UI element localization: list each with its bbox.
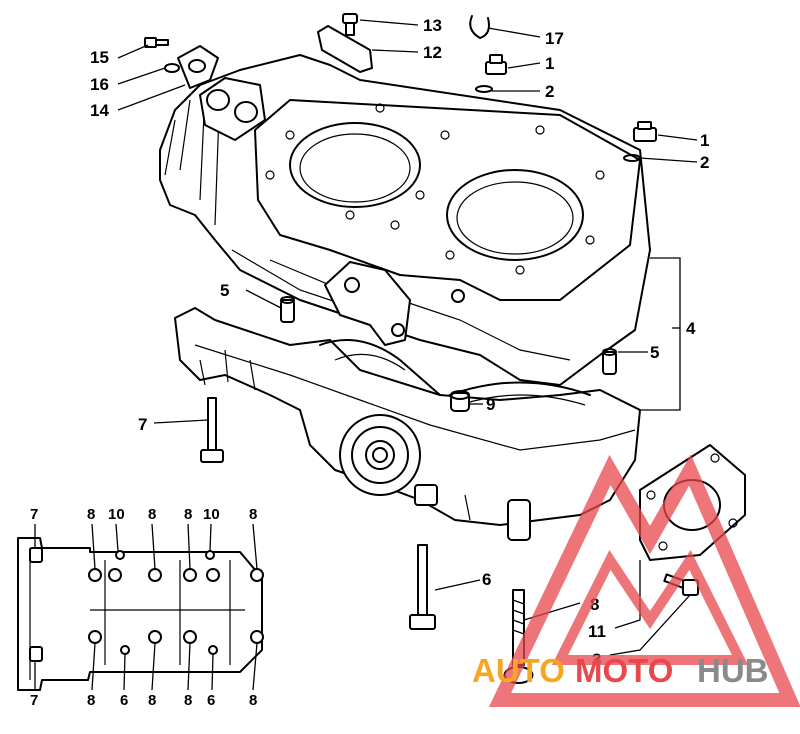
callout-7: 7	[138, 415, 147, 434]
inset-top-label: 8	[184, 506, 192, 523]
plug-right	[633, 121, 657, 142]
inset-bottom-label: 6	[207, 692, 215, 709]
inset-top-label: 7	[30, 506, 38, 523]
watermark-logo-triangles	[488, 454, 800, 707]
inset-labels-top: 7 8 10 8 8 10 8	[30, 506, 258, 570]
bushing	[450, 390, 470, 412]
inset-bottom-label: 8	[148, 692, 156, 709]
callout-5-left: 5	[220, 281, 229, 300]
long-bolt-middle	[409, 544, 436, 630]
inset-top-label: 8	[87, 506, 95, 523]
washer-16	[164, 63, 180, 73]
watermark-auto: AUTO	[472, 652, 565, 689]
callout-13: 13	[423, 16, 442, 35]
watermark-moto: MOTO	[575, 652, 673, 689]
callout-11: 11	[588, 622, 606, 641]
callout-1: 1	[545, 54, 554, 73]
callout-labels: 13 12 17 1 2 1 2 15 16 14 5 5 4 9 7 6 8 …	[90, 16, 709, 669]
inset-bottom-label: 8	[249, 692, 257, 709]
watermark-hub: HUB	[697, 652, 769, 689]
callout-15: 15	[90, 48, 109, 67]
callout-2: 2	[545, 82, 554, 101]
washer-top	[475, 85, 493, 93]
inset-bottom-label: 7	[30, 692, 38, 709]
inset-top-label: 10	[203, 506, 220, 523]
callout-2-right: 2	[700, 153, 709, 172]
watermark: AUTO MOTO HUB	[472, 454, 800, 707]
callout-8: 8	[590, 595, 599, 614]
plug-top	[485, 54, 507, 75]
bracket-12	[317, 25, 373, 73]
callout-5-right: 5	[650, 343, 659, 362]
callout-4: 4	[686, 319, 696, 338]
long-bolt-left	[200, 397, 224, 463]
inset-top-label: 10	[108, 506, 125, 523]
inset-bottom-label: 8	[184, 692, 192, 709]
upper-crankcase	[159, 54, 651, 386]
cover-plate-14	[177, 45, 219, 89]
callout-14: 14	[90, 101, 109, 120]
callout-9: 9	[486, 395, 495, 414]
callout-16: 16	[90, 75, 109, 94]
dowel-pin-right	[602, 348, 617, 375]
bolt-13	[342, 13, 358, 36]
callout-17: 17	[545, 29, 564, 48]
callout-6: 6	[482, 570, 491, 589]
dowel-pin-left	[280, 296, 295, 323]
callout-1-right: 1	[700, 131, 709, 150]
inset-bottom-label: 8	[87, 692, 95, 709]
inset-top-label: 8	[249, 506, 257, 523]
inset-bottom-label: 6	[120, 692, 128, 709]
callout-12: 12	[423, 43, 442, 62]
inset-top-label: 8	[148, 506, 156, 523]
inset-view	[17, 537, 264, 691]
bolt-15	[144, 37, 169, 48]
lower-crankcase	[174, 307, 641, 541]
inset-labels-bottom: 7 8 6 8 8 6 8	[30, 642, 258, 709]
clip-17	[469, 15, 490, 39]
